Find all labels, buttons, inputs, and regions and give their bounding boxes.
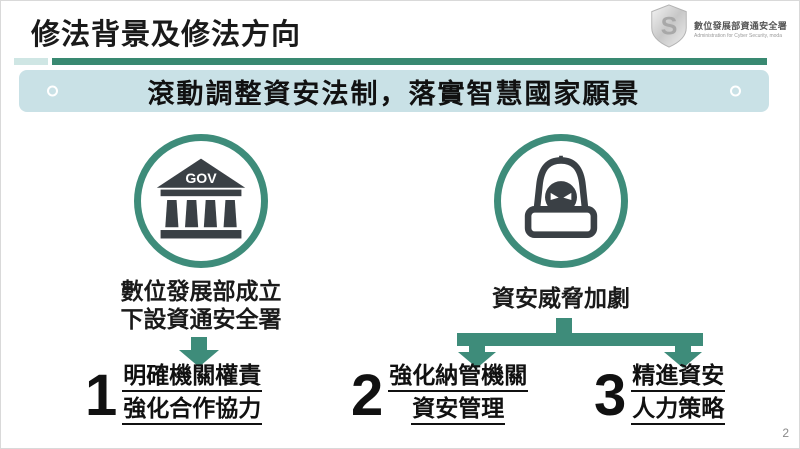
logo-org-name: 數位發展部資通安全署 [694,20,788,31]
government-building-icon: GOV [154,152,248,251]
left-caption-line2: 下設資通安全署 [120,306,282,332]
divider-bar [52,58,767,65]
item-3-line1: 精進資安 [631,363,726,392]
shield-logo-icon: S [646,3,692,54]
item-3-line2: 人力策略 [631,396,726,425]
right-caption: 資安威脅加劇 [451,284,671,312]
banner-title: 滾動調整資安法制，落實智慧國家願景 [147,78,641,109]
item-1-number: 1 [85,363,118,428]
item-3-number: 3 [594,363,627,428]
right-caption-line1: 資安威脅加劇 [492,285,630,311]
org-logo: S 數位發展部資通安全署 Administration for Cyber Se… [646,3,794,54]
left-caption: 數位發展部成立 下設資通安全署 [91,277,311,333]
threat-circle [494,134,628,268]
ring-decoration-right [730,85,741,97]
divider-accent [14,58,48,65]
government-circle: GOV [134,134,268,268]
item-2-line1: 強化納管機關 [388,363,529,392]
list-item-3: 3 精進資安 人力策略 [594,363,726,429]
left-caption-line1: 數位發展部成立 [120,278,282,304]
item-1-line2: 強化合作協力 [122,396,263,425]
logo-text: 數位發展部資通安全署 Administration for Cyber Secu… [694,19,794,39]
branch-arrow-icon [457,318,703,370]
gov-label: GOV [185,170,217,186]
threat-alarm-icon [514,152,608,251]
list-item-2: 2 強化納管機關 資安管理 [351,363,529,429]
logo-org-subtitle: Administration for Cyber Security, moda [694,32,782,39]
page-title: 修法背景及修法方向 [31,19,302,51]
page-number: 2 [782,426,789,440]
logo-letter: S [661,13,678,41]
item-2-line2: 資安管理 [411,396,506,425]
item-2-number: 2 [351,363,384,428]
item-1-line1: 明確機關權責 [122,363,263,392]
ring-decoration-left [47,85,58,97]
banner: 滾動調整資安法制，落實智慧國家願景 [19,70,769,112]
down-arrow-icon [179,337,219,367]
list-item-1: 1 明確機關權責 強化合作協力 [85,363,263,429]
